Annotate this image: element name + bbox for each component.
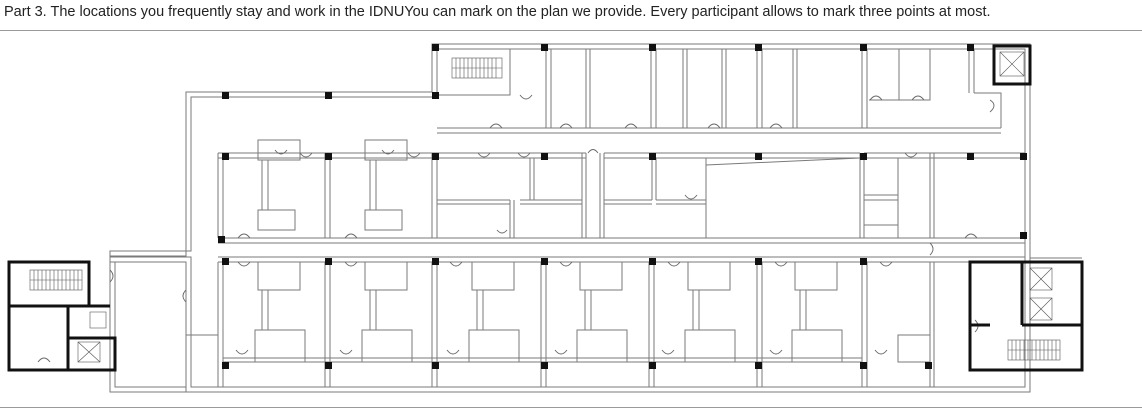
- outer-walls: [109, 43, 1082, 393]
- corridor: [218, 237, 1025, 263]
- instruction-caption: Part 3. The locations you frequently sta…: [4, 4, 991, 20]
- column-icon: [218, 44, 1027, 369]
- right-core: [968, 260, 1084, 372]
- stair-icon: [29, 269, 83, 291]
- middle-rooms: [217, 139, 1025, 238]
- left-core: [7, 260, 117, 372]
- bottom-divider: [0, 407, 1142, 408]
- elevator-icon: [992, 44, 1032, 86]
- stair-icon: [451, 57, 503, 79]
- elevator-icon: [77, 311, 107, 363]
- door-swing-icon: [37, 94, 995, 363]
- south-rooms: [186, 261, 935, 387]
- north-rooms: [437, 48, 1002, 128]
- top-divider: [0, 30, 1142, 31]
